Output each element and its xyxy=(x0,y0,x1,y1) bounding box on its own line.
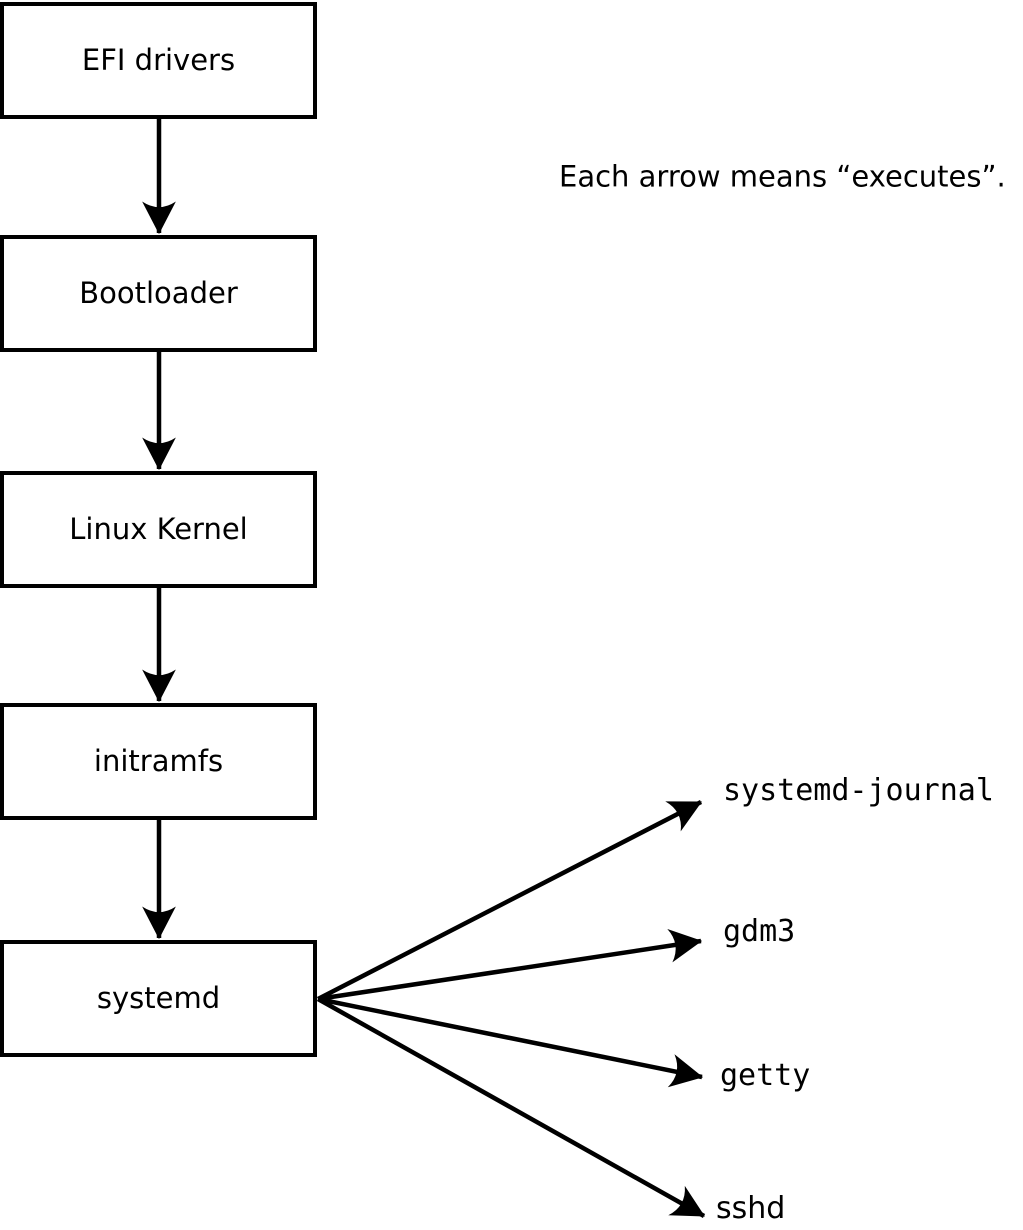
node-bootloader-label: Bootloader xyxy=(79,276,238,310)
node-bootloader: Bootloader xyxy=(0,235,317,352)
node-linux-kernel: Linux Kernel xyxy=(0,471,317,588)
leaf-gdm3: gdm3 xyxy=(723,914,796,949)
leaf-sshd: sshd xyxy=(716,1191,786,1226)
arrow-systemd-to-getty xyxy=(317,996,704,1088)
node-systemd-label: systemd xyxy=(96,981,221,1015)
leaf-getty: getty xyxy=(720,1058,811,1093)
leaf-systemd-journal: systemd-journal xyxy=(723,773,994,808)
arrow-systemd-to-gdm3 xyxy=(317,929,703,1002)
node-efi-drivers: EFI drivers xyxy=(0,2,317,119)
arrow-systemd-to-sshd xyxy=(316,997,706,1218)
arrow-legend-note: Each arrow means “executes”. xyxy=(559,159,1006,194)
node-systemd: systemd xyxy=(0,940,317,1057)
node-linux-kernel-label: Linux Kernel xyxy=(69,512,248,546)
node-efi-drivers-label: EFI drivers xyxy=(81,43,236,77)
node-initramfs-label: initramfs xyxy=(93,744,224,778)
arrow-systemd-to-journal xyxy=(316,799,703,1002)
node-initramfs: initramfs xyxy=(0,703,317,820)
